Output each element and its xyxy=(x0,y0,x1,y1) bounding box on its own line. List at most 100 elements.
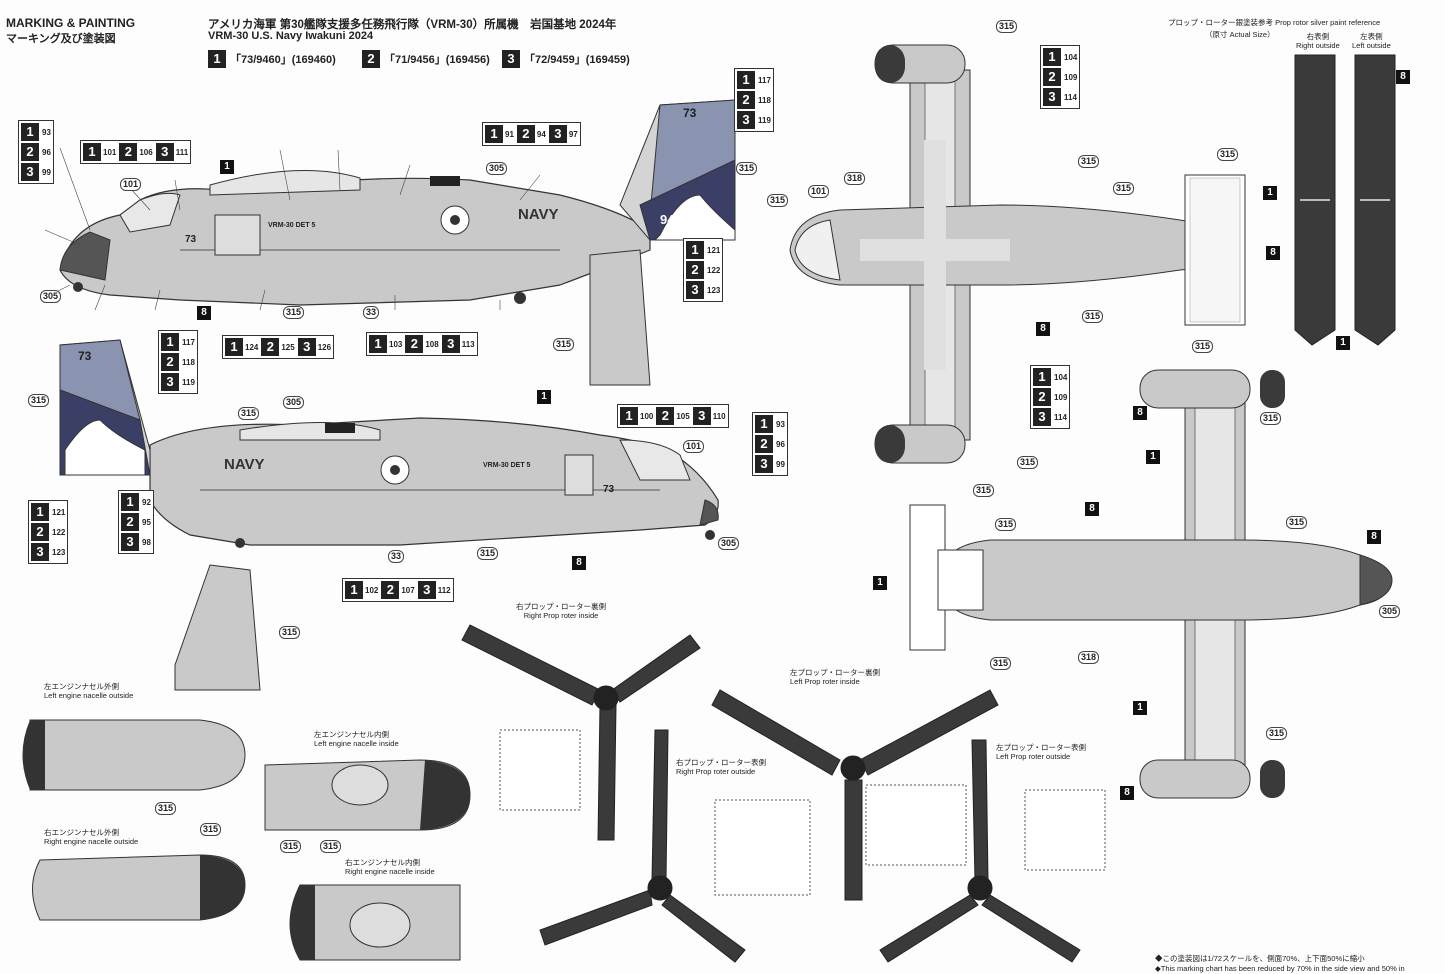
paint-callout: 315 xyxy=(990,657,1012,670)
paint-callout: 101 xyxy=(120,178,142,191)
paint-callout: 315 xyxy=(996,20,1018,33)
option-number: 2 xyxy=(362,50,380,68)
color-callout: 1 xyxy=(1146,450,1160,464)
option-number: 3 xyxy=(548,125,567,143)
caption-left-prop-inside: 左プロップ・ローター裏側 Left Prop roter inside xyxy=(790,668,880,686)
title-jp: マーキング及び塗装図 xyxy=(6,33,116,45)
caption-jp: 右エンジンナセル内側 xyxy=(345,858,420,867)
paint-callout: 315 xyxy=(973,484,995,497)
caption-en: Left Prop roter outside xyxy=(996,752,1071,761)
decal-number: 121 xyxy=(707,245,721,255)
decal-number: 95 xyxy=(142,517,151,527)
left-outside-en: Left outside xyxy=(1352,41,1391,50)
decal-number: 122 xyxy=(707,265,721,275)
decal-number: 118 xyxy=(758,95,771,105)
decal-number: 118 xyxy=(182,357,195,367)
option-number: 3 xyxy=(121,533,139,551)
option-number: 3 xyxy=(692,407,711,425)
decal-number: 104 xyxy=(1064,52,1078,62)
option-number: 2 xyxy=(121,513,139,531)
option-number: 3 xyxy=(417,581,436,599)
decal-number: 99 xyxy=(776,459,785,469)
option-label: 「72/9459」(169459) xyxy=(524,54,630,66)
color-callout: 8 xyxy=(1120,786,1134,800)
option-number: 1 xyxy=(31,503,49,521)
caption-jp: 右プロップ・ローター裏側 xyxy=(516,602,606,611)
paint-callout: 315 xyxy=(200,823,222,836)
paint-callout: 305 xyxy=(718,537,740,550)
left-outside-jp: 左表側 xyxy=(1360,32,1383,41)
decal-number: 93 xyxy=(42,127,51,137)
prop-reference-title-jp: プロップ・ローター銀塗装参考 xyxy=(1168,18,1273,27)
paint-callout: 315 xyxy=(280,840,302,853)
option-number: 2 xyxy=(21,143,39,161)
option-number: 3 xyxy=(686,281,704,299)
caption-left-nacelle-inside: 左エンジンナセル内側 Left engine nacelle inside xyxy=(314,730,399,748)
option-number: 2 xyxy=(1033,388,1051,406)
decal-number: 98 xyxy=(142,537,151,547)
paint-callout: 305 xyxy=(486,162,508,175)
decal-number: 119 xyxy=(182,377,195,387)
option-number: 3 xyxy=(755,455,773,473)
navy-marking-upper: NAVY xyxy=(518,206,559,223)
paint-callout: 315 xyxy=(320,840,342,853)
footnote-en: ◆This marking chart has been reduced by … xyxy=(1155,964,1405,973)
paint-callout: 315 xyxy=(155,802,177,815)
navy-marking-lower: NAVY xyxy=(224,456,265,473)
color-callout: 8 xyxy=(197,306,211,320)
option-number: 1 xyxy=(225,338,243,356)
decal-number: 117 xyxy=(758,75,771,85)
paint-callout: 315 xyxy=(767,194,789,207)
option-number: 2 xyxy=(119,143,138,161)
paint-callout: 33 xyxy=(363,306,380,319)
paint-callout: 315 xyxy=(283,306,305,319)
option-number: 3 xyxy=(31,543,49,561)
option-number: 1 xyxy=(1043,48,1061,66)
caption-en: Right Prop roter outside xyxy=(676,767,756,776)
paint-callout: 315 xyxy=(279,626,301,639)
paint-callout: 315 xyxy=(1217,148,1239,161)
tail-number-upper: 9460 xyxy=(660,212,689,227)
decal-number: 99 xyxy=(42,167,51,177)
option-number: 2 xyxy=(516,125,535,143)
option-number: 2 xyxy=(381,581,400,599)
caption-en: Left Prop roter inside xyxy=(790,677,860,686)
decal-number: 121 xyxy=(52,507,66,517)
modex-upper: 73 xyxy=(185,234,197,245)
decal-number: 93 xyxy=(776,419,785,429)
paint-callout: 305 xyxy=(1379,605,1401,618)
option-number: 2 xyxy=(737,91,755,109)
paint-callout: 33 xyxy=(388,550,405,563)
color-callout: 1 xyxy=(873,576,887,590)
decal-number: 122 xyxy=(52,527,66,537)
decal-number: 96 xyxy=(776,439,785,449)
option-number: 1 xyxy=(620,407,638,425)
option-number: 1 xyxy=(686,241,704,259)
caption-jp: 左エンジンナセル内側 xyxy=(314,730,389,739)
option-number: 3 xyxy=(155,143,174,161)
paint-callout: 315 xyxy=(1078,155,1100,168)
color-callout: 8 xyxy=(1133,406,1147,420)
left-outside-label: 左表側 Left outside xyxy=(1352,32,1391,50)
option-1: 1 「73/9460」(169460) xyxy=(208,50,336,68)
